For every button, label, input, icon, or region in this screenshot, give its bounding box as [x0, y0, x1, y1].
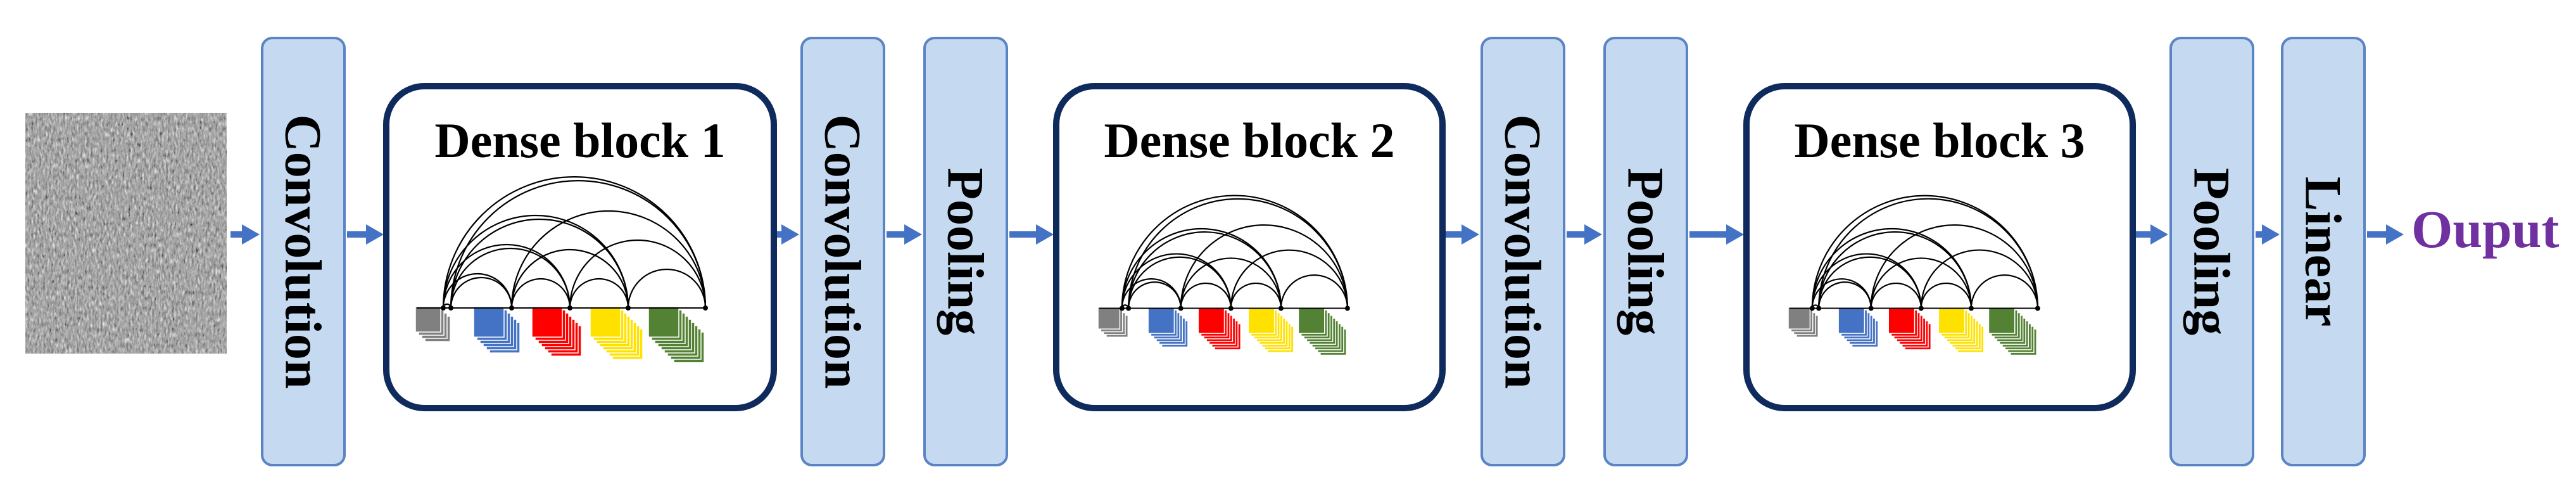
layer-pool2: Pooling — [1603, 37, 1688, 466]
layer-box — [1603, 37, 1688, 466]
dense-block-title: Dense block 1 — [434, 113, 725, 168]
layer-conv2: Convolution — [800, 37, 885, 466]
feature-maps — [415, 306, 705, 363]
layer-box — [1481, 37, 1565, 466]
flow-arrow — [230, 224, 260, 245]
skip-connections — [1099, 195, 1350, 311]
dense-block-title: Dense block 3 — [1794, 113, 2085, 168]
feature-map-cube — [1938, 307, 1985, 353]
layer-box — [261, 37, 346, 466]
dense-block-title: Dense block 2 — [1104, 113, 1394, 168]
flow-arrow — [2367, 224, 2404, 245]
feature-map-cube — [1838, 307, 1879, 348]
layer-box — [800, 37, 885, 466]
connection-arrows — [230, 224, 2404, 245]
layer-conv1: Convolution — [261, 37, 346, 466]
layer-box — [2169, 37, 2254, 466]
dense-block2: Dense block 2 — [1053, 83, 1446, 411]
feature-map-cube — [1097, 307, 1129, 338]
layer-label: Convolution — [1494, 115, 1552, 389]
feature-map-cube — [1988, 307, 2037, 356]
layer-conv3: Convolution — [1481, 37, 1565, 466]
layer-pool1: Pooling — [923, 37, 1008, 466]
input-image — [25, 113, 227, 354]
layer-box — [2281, 37, 2366, 466]
feature-map-cube — [1147, 307, 1189, 348]
dense-block3: Dense block 3 — [1743, 83, 2136, 411]
feature-map-cube — [415, 306, 451, 342]
layer-stack: Convolution Dense block 1 Convolution Pooli… — [261, 37, 2366, 466]
layer-label: Pooling — [1617, 168, 1675, 335]
flow-arrow — [1567, 224, 1602, 245]
layer-linear: Linear — [2281, 37, 2366, 466]
flow-arrow — [1009, 224, 1054, 245]
feature-maps — [1788, 307, 2037, 356]
flow-arrow — [887, 224, 922, 245]
feature-map-cube — [1197, 307, 1242, 350]
layer-box — [923, 37, 1008, 466]
layer-label: Convolution — [814, 115, 872, 389]
flow-arrow — [347, 224, 384, 245]
feature-map-cube — [1888, 307, 1932, 350]
feature-map-cube — [531, 306, 582, 357]
flow-arrow — [776, 224, 799, 245]
feature-map-cube — [1247, 307, 1294, 353]
flow-arrow — [1445, 224, 1479, 245]
feature-map-cube — [590, 306, 643, 360]
layer-label: Linear — [2295, 177, 2352, 327]
flow-arrow — [2135, 224, 2168, 245]
layer-label: Pooling — [2183, 168, 2241, 335]
dense-block1: Dense block 1 — [383, 83, 777, 411]
skip-connections — [417, 176, 708, 311]
layer-pool3: Pooling — [2169, 37, 2254, 466]
flow-arrow — [1689, 224, 1744, 245]
feature-map-cube — [473, 306, 521, 354]
feature-maps — [1097, 307, 1347, 356]
skip-connections — [1789, 195, 2040, 311]
layer-label: Convolution — [275, 115, 332, 389]
noise-texture-image — [25, 113, 227, 354]
feature-map-cube — [1297, 307, 1347, 356]
feature-map-cube — [1788, 307, 1819, 338]
feature-map-cube — [648, 306, 705, 363]
layer-label: Pooling — [937, 168, 995, 335]
flow-arrow — [2256, 224, 2280, 245]
output-label: Ouput — [2411, 200, 2559, 259]
